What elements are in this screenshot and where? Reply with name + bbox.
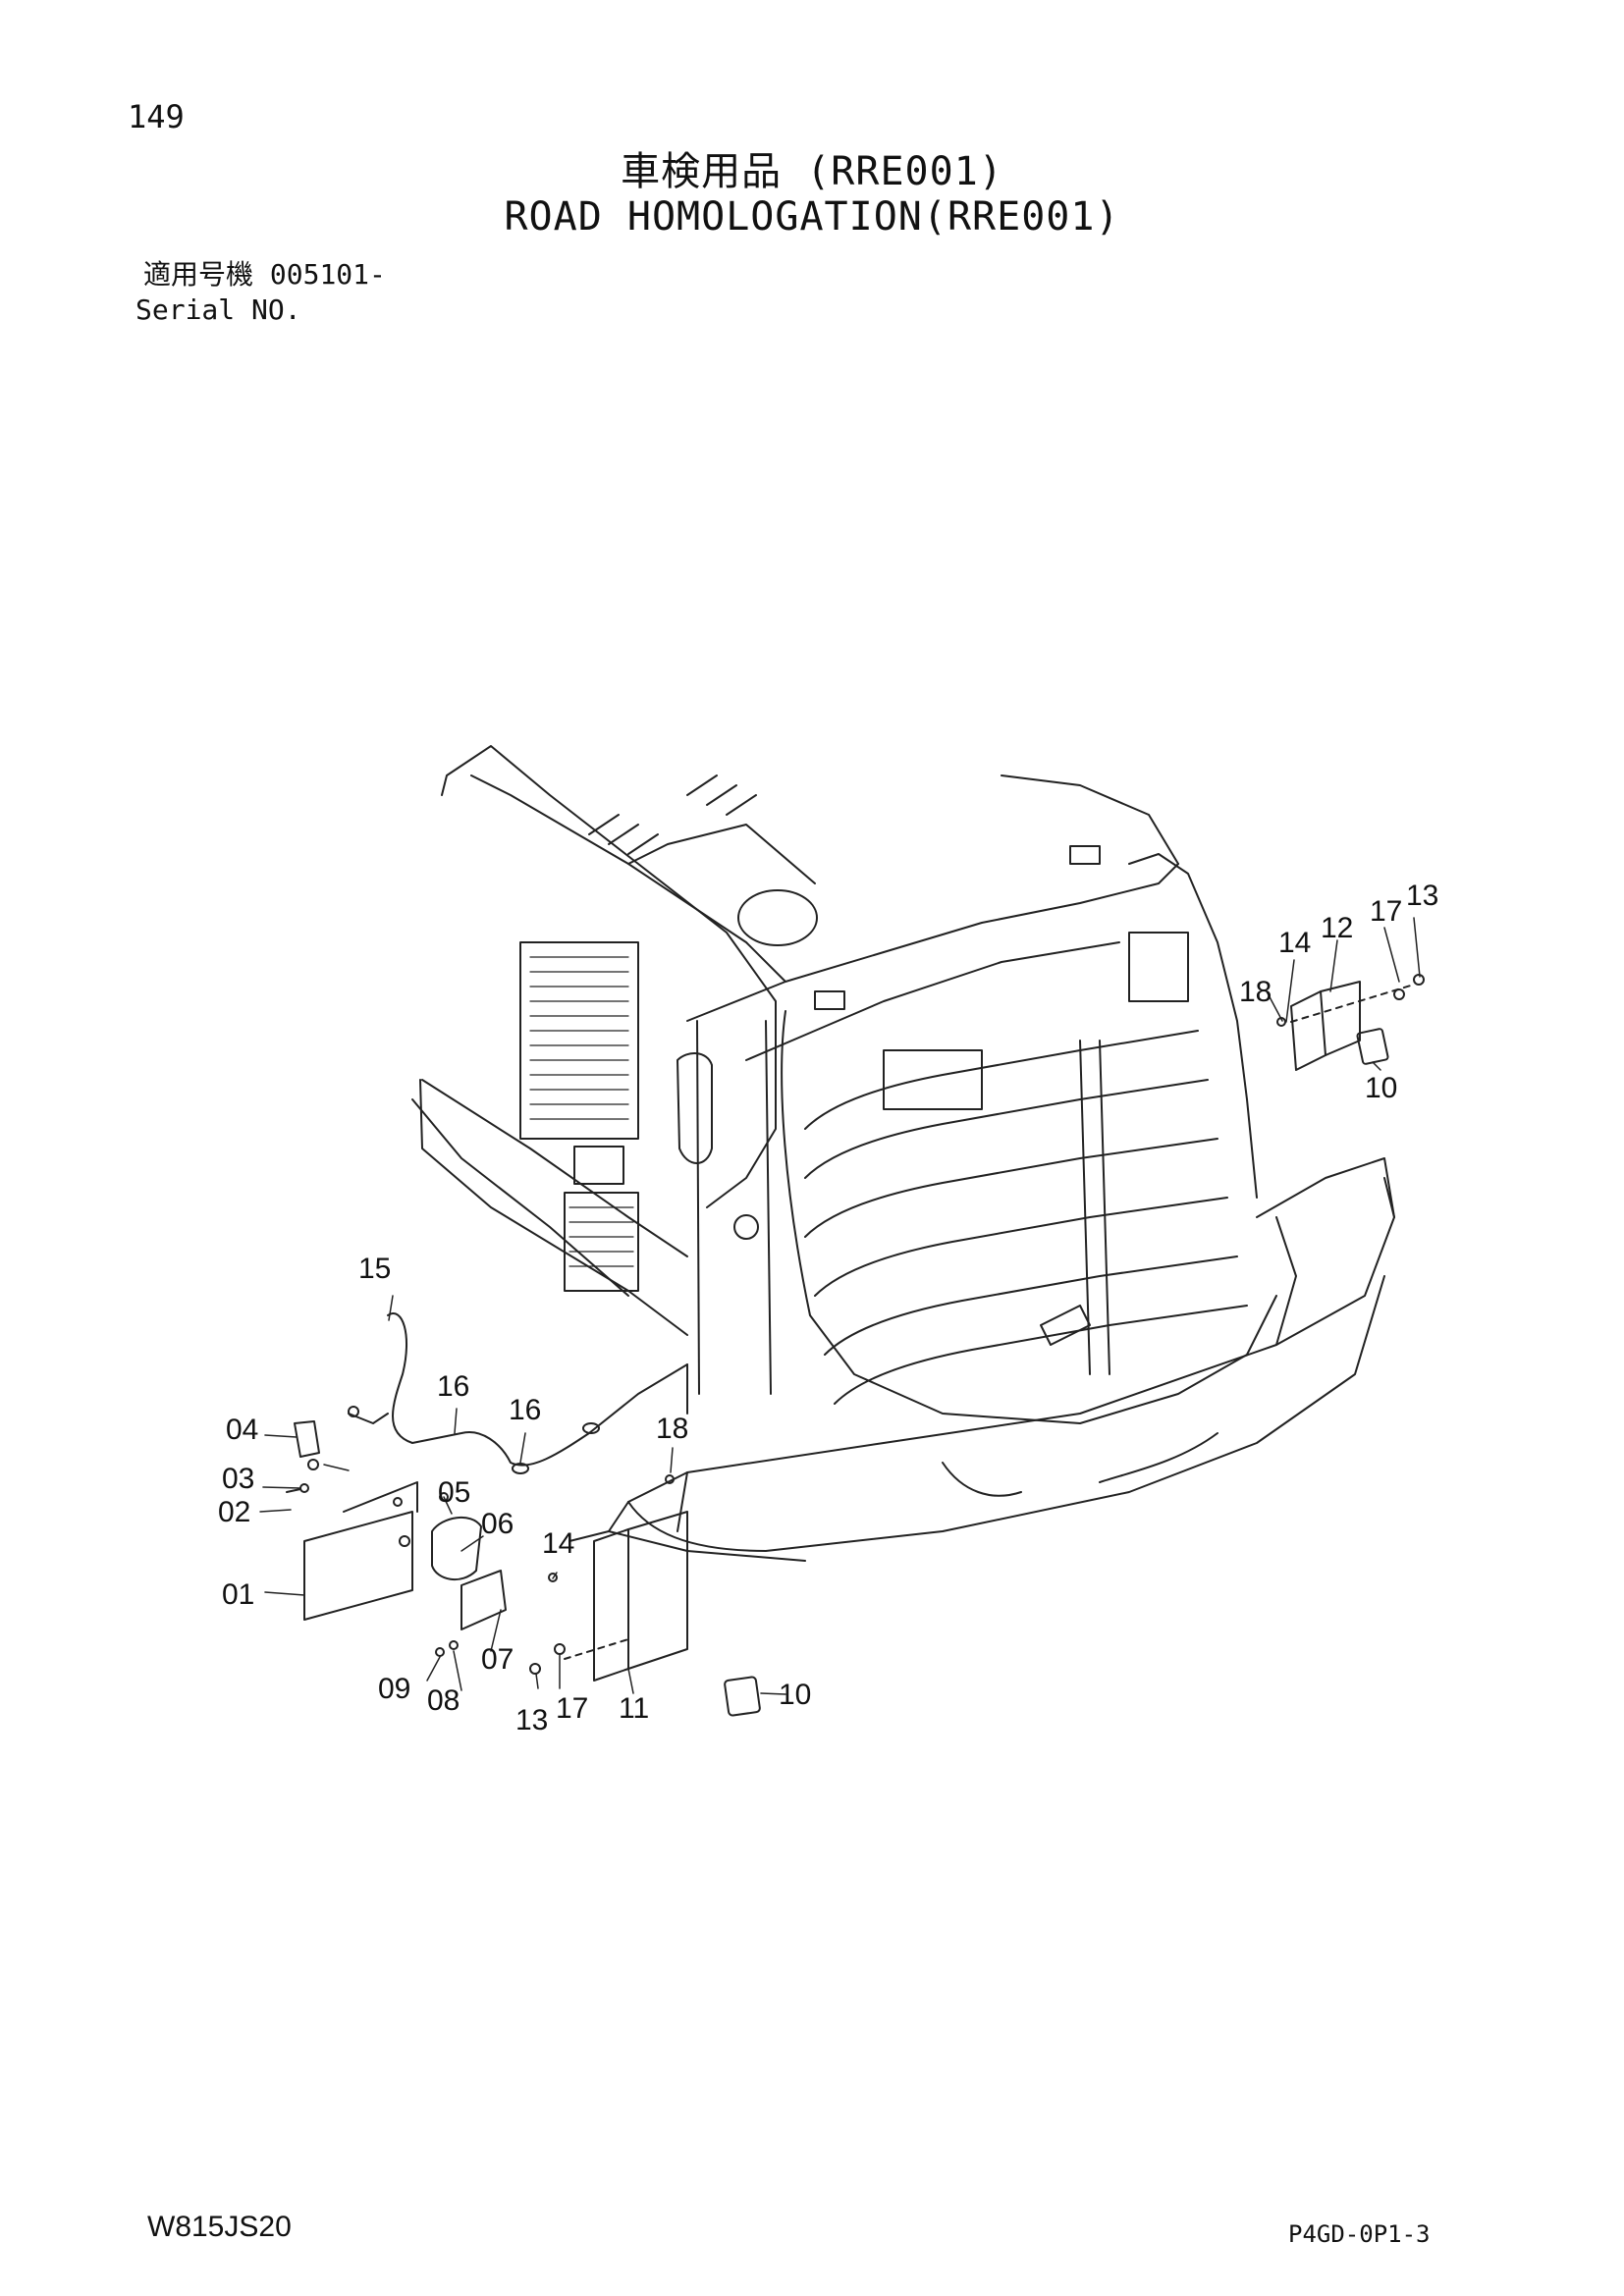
callout-11: 11 bbox=[619, 1692, 649, 1725]
serial-label-japanese: 適用号機 bbox=[143, 258, 254, 291]
callout-06: 06 bbox=[481, 1508, 514, 1540]
page-title: 車検用品 (RRE001) ROAD HOMOLOGATION(RRE001) bbox=[0, 149, 1624, 240]
callout-08: 08 bbox=[427, 1684, 460, 1717]
callout-leaders bbox=[259, 917, 1421, 1695]
callout-13-lower: 13 bbox=[515, 1704, 548, 1736]
callout-18-right: 18 bbox=[1239, 976, 1272, 1008]
callout-18-lower: 18 bbox=[656, 1413, 688, 1445]
callout-09: 09 bbox=[378, 1673, 410, 1705]
callout-05: 05 bbox=[438, 1476, 470, 1509]
serial-block: 適用号機 005101- Serial NO. bbox=[135, 257, 386, 328]
callout-17-right: 17 bbox=[1370, 895, 1402, 928]
serial-label-english: Serial NO. bbox=[135, 294, 301, 326]
callout-02: 02 bbox=[218, 1496, 250, 1528]
title-japanese: 車検用品 (RRE001) bbox=[621, 149, 1003, 194]
wire-harness bbox=[348, 1312, 688, 1474]
page-number: 149 bbox=[128, 98, 185, 135]
callout-12: 12 bbox=[1321, 912, 1353, 944]
callout-13-right: 13 bbox=[1406, 880, 1438, 912]
callout-10-right: 10 bbox=[1365, 1072, 1397, 1104]
side-louver-grille bbox=[519, 941, 639, 1292]
callout-16-right: 16 bbox=[509, 1394, 541, 1426]
footer-page-code: P4GD-0P1-3 bbox=[1288, 2220, 1431, 2248]
machine-rear-body bbox=[411, 745, 1258, 1395]
callout-14-right: 14 bbox=[1278, 927, 1311, 959]
serial-number: 005101- bbox=[269, 258, 386, 291]
callout-15: 15 bbox=[358, 1253, 391, 1285]
callout-04: 04 bbox=[226, 1414, 258, 1446]
right-reflector-bracket bbox=[1276, 974, 1425, 1071]
callout-17-lower: 17 bbox=[556, 1692, 588, 1725]
callout-16-left: 16 bbox=[437, 1370, 469, 1403]
license-plate-bracket-assembly bbox=[286, 1420, 507, 1657]
callout-labels: 01 02 03 04 05 06 07 08 09 10 10 11 12 1… bbox=[218, 880, 1438, 1736]
left-reflector-bracket bbox=[529, 1474, 761, 1717]
footer-model-code: W815JS20 bbox=[147, 2211, 292, 2243]
callout-10-lower: 10 bbox=[779, 1679, 811, 1711]
title-english: ROAD HOMOLOGATION(RRE001) bbox=[504, 194, 1120, 240]
callout-03: 03 bbox=[222, 1463, 254, 1495]
callout-01: 01 bbox=[222, 1578, 254, 1611]
counterweight bbox=[568, 1010, 1395, 1562]
callout-14-lower: 14 bbox=[542, 1527, 574, 1560]
callout-07: 07 bbox=[481, 1643, 514, 1676]
rear-grille bbox=[804, 932, 1248, 1405]
